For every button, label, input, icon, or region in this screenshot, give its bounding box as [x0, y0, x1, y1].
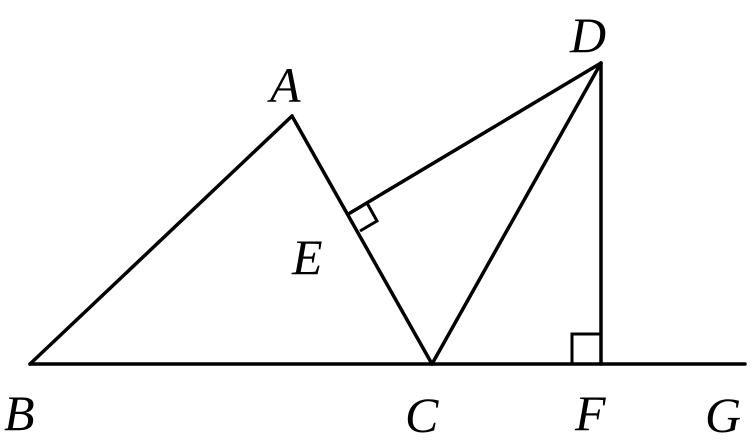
right-angle-mark-e [359, 202, 380, 233]
label-b: B [4, 385, 35, 440]
segment-dc [430, 61, 603, 366]
right-angle-mark-f [570, 332, 601, 364]
segment-ab [28, 114, 294, 366]
label-d: D [569, 7, 606, 63]
label-g: G [705, 387, 741, 440]
label-c: C [405, 387, 439, 440]
label-a: A [267, 57, 301, 113]
segment-de [348, 61, 603, 215]
label-f: F [574, 385, 606, 440]
segment-ac [290, 114, 434, 366]
label-e: E [291, 229, 323, 285]
